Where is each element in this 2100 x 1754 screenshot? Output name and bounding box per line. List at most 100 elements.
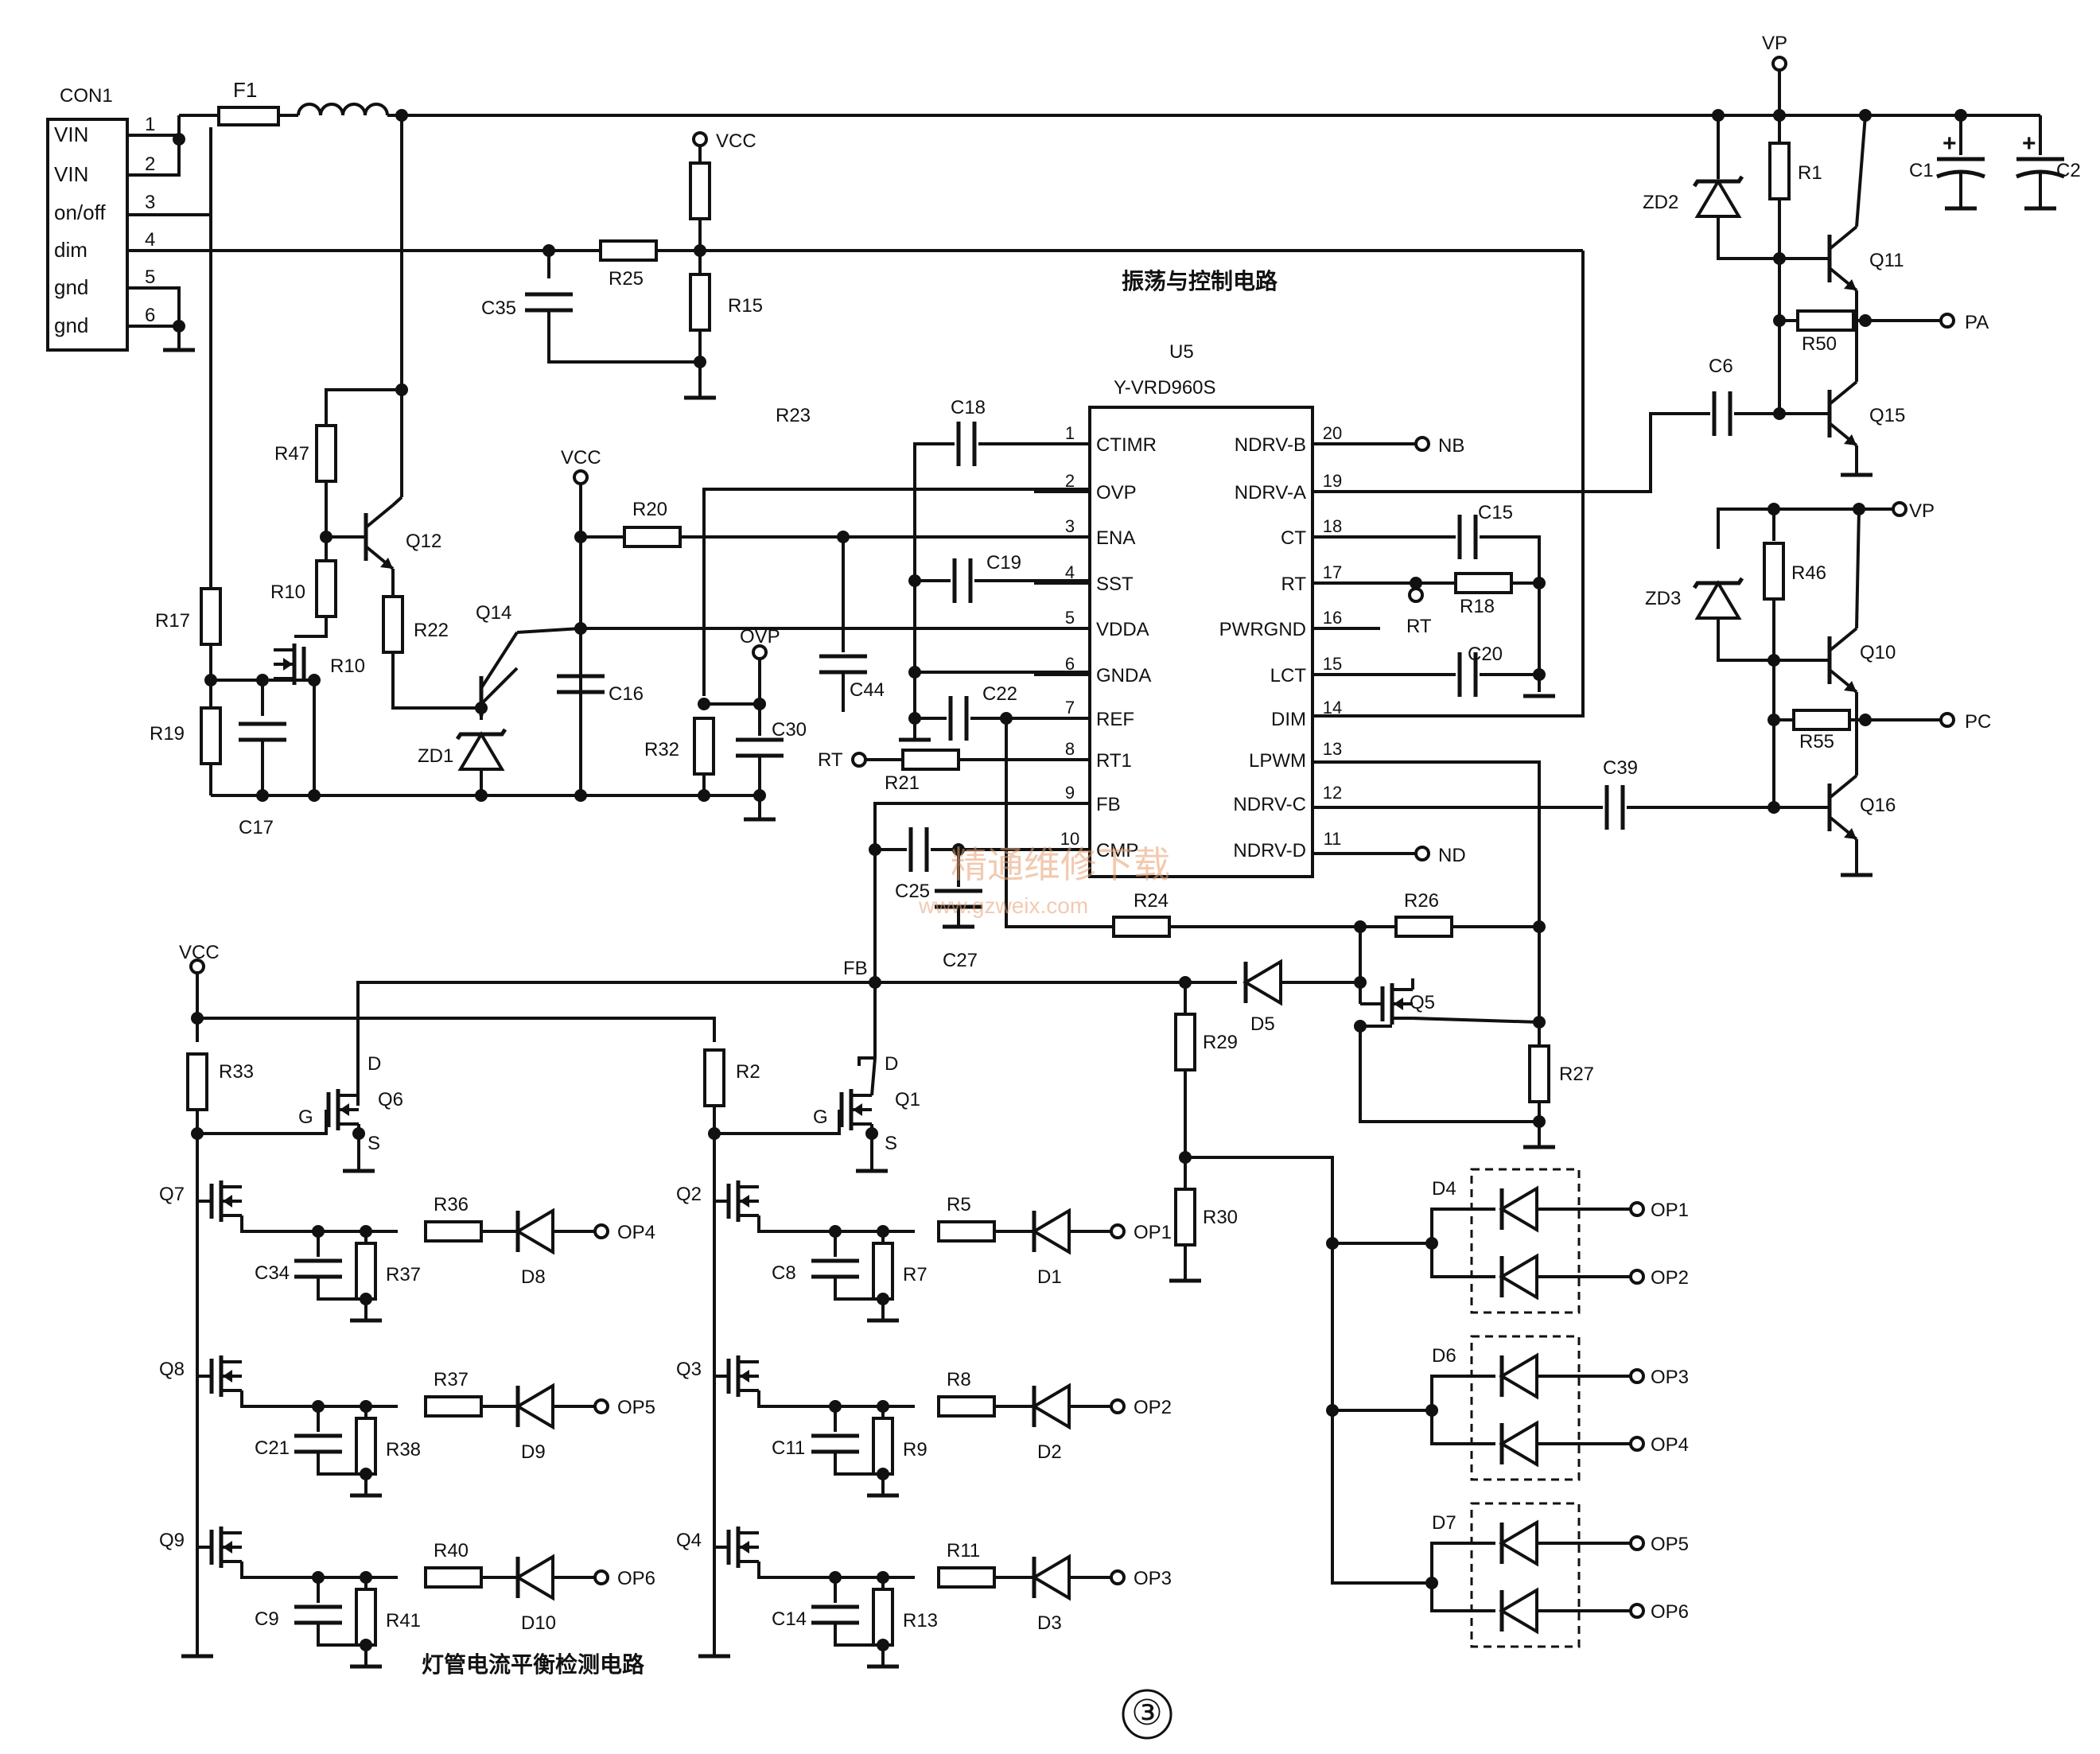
dim-network: R25 C35 VCC R15 R23 [127,130,1585,718]
label-c25: C25 [895,881,930,902]
label-zd2: ZD2 [1643,192,1678,213]
inductor-l1 [297,103,389,116]
output-terminal-label: OP5 [1651,1534,1689,1555]
ic-pin-label: NDRV-C [1233,794,1306,815]
label-q1-g: G [813,1106,828,1128]
c2-plus: + [2022,130,2036,157]
sense-diode-label: D10 [521,1612,556,1634]
label-q16: Q16 [1860,795,1896,816]
label-r46: R46 [1791,562,1826,584]
connector-pin-label: gnd [54,313,88,337]
sense-resistor-label: R37 [386,1264,421,1285]
ic-pin-label: CT [1281,527,1306,549]
sense-transistor-label: Q7 [159,1184,185,1205]
label-vcc-b: VCC [561,447,601,469]
output-terminal-label: OP1 [1651,1200,1689,1221]
label-c2: C2 [2056,160,2081,181]
sense-capacitor-label: C14 [772,1608,807,1630]
label-c19: C19 [986,552,1021,574]
label-r20: R20 [632,499,667,520]
connector-pin-label: VIN [54,162,88,186]
output-terminal-label: OP5 [617,1397,655,1418]
label-q6-s: S [368,1133,380,1154]
label-r47: R47 [274,443,309,465]
label-r50: R50 [1802,333,1837,355]
ic-pin-number: 8 [1065,739,1075,759]
sense-capacitor-label: C8 [772,1262,796,1284]
ic-pin-number: 16 [1323,608,1342,628]
label-r22: R22 [414,620,449,641]
sense-capacitor-label: C34 [255,1262,290,1284]
series-resistor-label: R5 [947,1194,971,1215]
label-q6-g: G [298,1106,313,1128]
label-c30: C30 [772,719,807,741]
output-terminal-label: OP2 [1134,1397,1172,1418]
ic-pin-number: 13 [1323,739,1342,759]
label-r1: R1 [1798,162,1822,184]
connector-pin-number: 5 [145,266,155,288]
watermark: 精通维修下载 www.gzweix.com [918,844,1170,918]
label-q11: Q11 [1869,250,1904,271]
series-resistor-label: R36 [434,1194,469,1215]
connector-pin-label: dim [54,238,88,262]
label-ovp: OVP [740,626,780,648]
ic-pin-label: RT [1281,574,1306,595]
sense-resistor-label: R13 [903,1610,938,1631]
watermark-line1: 精通维修下载 [951,844,1170,885]
figure-number-circle [1122,1689,1172,1740]
label-c15: C15 [1478,502,1513,523]
label-q5: Q5 [1410,992,1435,1013]
ic-pin-number: 18 [1323,516,1342,536]
output-terminal-label: OP3 [1134,1568,1172,1589]
label-vp-b: VP [1909,500,1935,522]
label-nd: ND [1438,845,1466,866]
label-c22: C22 [982,683,1017,705]
ic-pin-number: 4 [1065,562,1075,582]
output-terminal-label: OP1 [1134,1222,1172,1243]
series-resistor-label: R8 [947,1369,971,1390]
ic-pin-label: CTIMR [1096,434,1157,456]
label-r27: R27 [1559,1064,1594,1085]
ic-pin-label: CMP [1096,840,1138,861]
label-r10b: R10 [330,655,365,677]
label-c27: C27 [943,950,978,971]
ic-pin-number: 9 [1065,783,1075,803]
ic-pin-number: 10 [1060,829,1079,849]
label-q6-d: D [368,1053,381,1075]
label-r55: R55 [1799,731,1834,753]
label-c20: C20 [1468,644,1503,665]
ic-pin-label: SST [1096,574,1134,595]
label-q1-d: D [885,1053,898,1075]
label-fb: FB [843,958,868,979]
sense-transistor-label: Q3 [676,1359,702,1380]
sense-resistor-label: R38 [386,1439,421,1460]
section-title-oscillator: 振荡与控制电路 [1122,269,1278,294]
label-r2: R2 [736,1061,760,1083]
ic-pin-number: 6 [1065,654,1075,674]
feedback-network: FB D5 Q5 R27 R29 R30 [356,927,1594,1585]
ic-u5: U5 Y-VRD960S CTIMR1OVP2ENA3SST4VDDA5GNDA… [1034,341,1342,878]
connector-pin-number: 1 [145,114,155,135]
label-q10: Q10 [1860,642,1896,663]
sense-diode-label: D2 [1037,1441,1062,1463]
sense-transistor-label: Q8 [159,1359,185,1380]
label-pc: PC [1965,711,1991,733]
label-r23: R23 [776,405,811,426]
output-terminal-label: OP4 [617,1222,655,1243]
ic-pin-number: 15 [1323,654,1342,674]
ic-pin-number: 5 [1065,608,1075,628]
label-c35: C35 [481,298,516,319]
label-q14: Q14 [476,602,511,624]
label-q1: Q1 [895,1089,920,1110]
label-r29: R29 [1203,1032,1238,1053]
ic-pin-label: GNDA [1096,665,1151,686]
input-rail: F1 [127,78,1967,177]
label-zd1: ZD1 [418,745,453,767]
output-terminal-label: OP6 [1651,1601,1689,1623]
ic-pin-label: VDDA [1096,619,1149,640]
fuse-f1 [217,106,280,126]
label-c39: C39 [1603,757,1638,779]
